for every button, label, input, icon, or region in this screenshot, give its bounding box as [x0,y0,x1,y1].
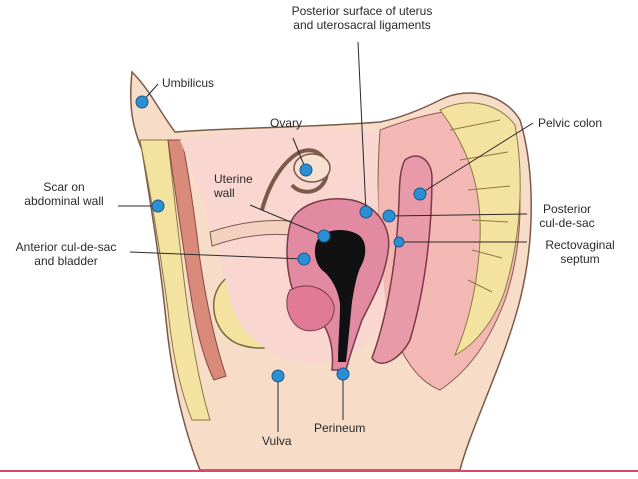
uterine-cavity [314,230,366,362]
marker-anterior-cul [297,252,311,266]
marker-vulva [271,369,285,383]
sacrum-bone [439,102,521,357]
marker-posterior-surface [359,205,373,219]
label-uterine-wall: Uterine wall [214,172,253,200]
label-ovary: Ovary [270,116,303,130]
markers [135,95,427,383]
label-pelvic-colon: Pelvic colon [538,116,603,130]
label-rectovaginal: Rectovaginal septum [545,238,615,266]
marker-posterior-cul [382,209,396,223]
pubic-bone [286,285,335,332]
marker-ovary [299,163,313,177]
label-vulva: Vulva [262,434,292,448]
marker-perineum [336,367,350,381]
rectus-muscle [167,139,227,381]
label-scar: Scar on abdominal wall [24,180,104,208]
marker-umbilicus [135,95,149,109]
marker-pelvic-colon [413,187,427,201]
fallopian-tube [260,148,329,211]
marker-rectovaginal [393,236,405,248]
label-posterior-cul: Posterior cul-de-sac [539,202,595,230]
leader-lines [118,41,534,432]
label-umbilicus: Umbilicus [162,76,215,90]
marker-uterine-wall [317,229,331,243]
rectum [371,155,433,364]
footer-divider [0,470,638,472]
label-perineum: Perineum [314,421,366,435]
label-posterior-surface: Posterior surface of uterus and uterosac… [291,4,433,32]
marker-scar [151,199,165,213]
label-anterior-cul: Anterior cul-de-sac and bladder [15,240,117,268]
